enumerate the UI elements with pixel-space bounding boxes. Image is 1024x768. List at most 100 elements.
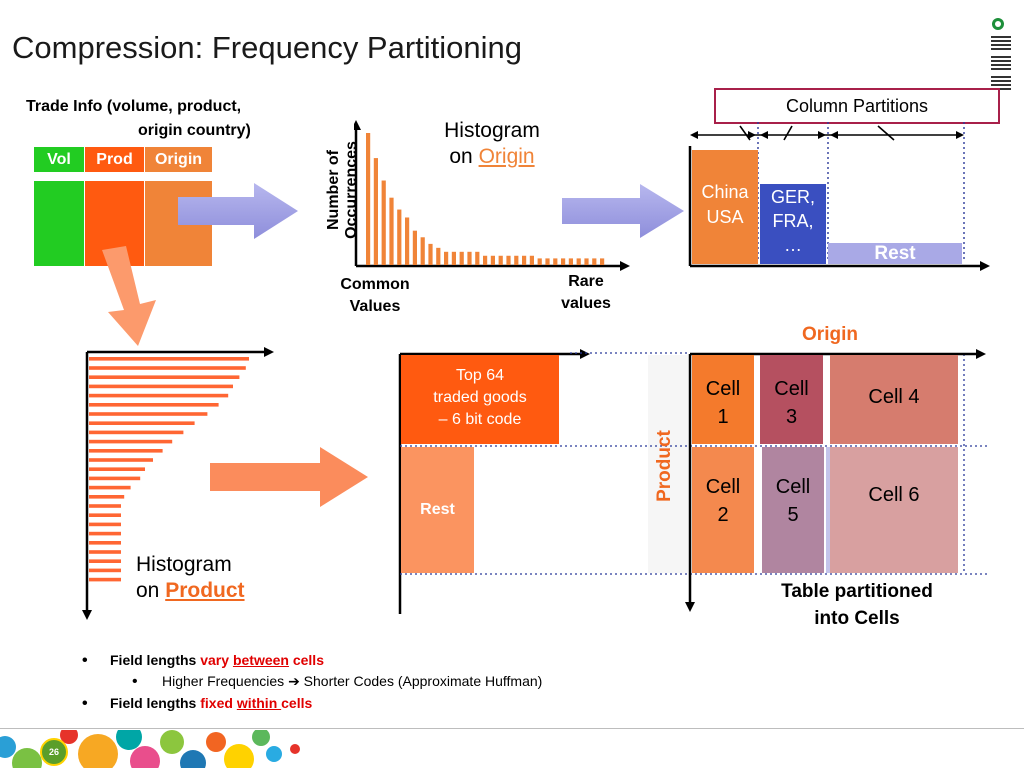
- cell-3-line2: 3: [785, 406, 798, 428]
- product-histogram-bar: [89, 568, 121, 573]
- partition-china-usa: China USA: [692, 150, 758, 264]
- origin-histogram-bar: [490, 255, 495, 265]
- origin-header: Origin: [145, 147, 212, 172]
- origin-histogram-bar: [397, 209, 402, 265]
- right-arrow-icon: ➔: [288, 674, 300, 690]
- cells-caption-line1: Table partitioned: [781, 581, 933, 602]
- cell-1-line2: 1: [717, 406, 729, 428]
- product-histogram-title-line1: Histogram: [136, 553, 232, 576]
- cell-3-line1: Cell: [774, 378, 809, 400]
- product-axis-label-text: Product: [654, 430, 675, 502]
- partition-1-line2: USA: [706, 207, 744, 227]
- origin-histogram-bar: [522, 255, 527, 265]
- bullet-2-red2: cells: [281, 695, 313, 711]
- product-histogram-title: Histogram on Product: [136, 552, 245, 604]
- origin-axis-label: Origin: [802, 324, 858, 345]
- product-histogram-title-prefix: on: [136, 579, 166, 602]
- origin-histogram-bar: [529, 255, 534, 265]
- bullet-2-red-ul: within: [236, 695, 282, 711]
- partition-2-line3: …: [784, 235, 802, 255]
- cell-6: Cell 6: [830, 447, 958, 573]
- origin-histogram-bar: [561, 258, 566, 265]
- bullet-1-prefix: Field lengths: [110, 652, 201, 668]
- bullet-1-sub: Higher Frequencies ➔ Shorter Codes (Appr…: [82, 671, 542, 693]
- product-histogram-bar: [89, 393, 229, 398]
- bullet-1: Field lengths vary between cells: [82, 650, 542, 671]
- common-values-line2: Values: [349, 298, 401, 315]
- slide-title: Compression: Frequency Partitioning: [12, 30, 523, 65]
- partition-2-line2: FRA,: [772, 211, 814, 231]
- origin-histogram-bar: [576, 258, 581, 265]
- product-histogram-title-link[interactable]: Product: [165, 579, 245, 602]
- origin-histogram-bar: [584, 258, 589, 265]
- origin-histogram-bar: [381, 180, 386, 265]
- cell-4: Cell 4: [830, 355, 958, 444]
- product-histogram-bar: [89, 495, 125, 499]
- product-histogram-bar: [89, 412, 208, 416]
- bullet-2-prefix: Field lengths: [110, 695, 201, 711]
- vol-header: Vol: [34, 147, 84, 172]
- cell-5-line2: 5: [787, 504, 799, 526]
- origin-histogram-bar: [506, 255, 511, 265]
- product-top-line3: – 6 bit code: [438, 411, 522, 428]
- cell-2: Cell 2: [692, 447, 754, 573]
- origin-histogram-bar: [600, 258, 605, 265]
- arrow-to-column-partitions: [562, 184, 684, 238]
- bullet-2: Field lengths fixed within cells: [82, 693, 542, 714]
- sub-suffix: Shorter Codes (Approximate Huffman): [299, 673, 543, 689]
- origin-histogram-bar: [498, 255, 503, 265]
- product-histogram-bar: [89, 513, 121, 517]
- origin-histogram-bar: [514, 255, 519, 265]
- origin-histogram-bar: [412, 230, 417, 265]
- cells-grid-lines: [400, 349, 990, 612]
- cell-2-line1: Cell: [705, 476, 741, 498]
- product-histogram-bar: [89, 504, 121, 508]
- partition-ger-fra: GER, FRA, …: [760, 184, 826, 264]
- product-histogram-bar: [89, 421, 195, 425]
- footer-divider: [0, 728, 1024, 729]
- cell-2-line2: 2: [717, 504, 729, 526]
- cells-caption-line2: into Cells: [814, 608, 900, 629]
- origin-histogram-bar: [389, 197, 394, 265]
- trade-info-label: Trade Info (volume, product, origin coun…: [26, 95, 296, 143]
- bullet-1-red2: cells: [288, 652, 324, 668]
- common-values-line1: Common: [340, 276, 410, 293]
- arrow-to-product-partition: [210, 447, 368, 507]
- cell-3: Cell 3: [760, 355, 823, 444]
- origin-histogram-bar: [459, 251, 464, 265]
- bullet-2-red1: fixed: [200, 695, 237, 711]
- product-partition-axes: [398, 349, 590, 614]
- origin-histogram-bar: [405, 217, 410, 265]
- product-histogram-bar: [89, 384, 233, 389]
- product-rest: Rest: [401, 447, 474, 573]
- origin-histogram-title: Histogram on Origin: [426, 118, 558, 170]
- origin-histogram-bar: [428, 243, 433, 265]
- arrow-to-origin-histogram: [178, 183, 298, 239]
- arrow-down-to-product-histogram: [102, 246, 156, 346]
- product-histogram-bar: [89, 449, 163, 453]
- footer-dots-decoration: [0, 730, 310, 768]
- rare-values-line1: Rare: [568, 273, 604, 290]
- product-histogram-bar: [89, 541, 121, 545]
- product-top-line2: traded goods: [433, 389, 527, 406]
- product-histogram-bar: [89, 550, 121, 554]
- partition-2-line1: GER,: [770, 187, 815, 207]
- cell-5-6-gap: [826, 447, 830, 573]
- product-histogram-bar: [89, 439, 173, 444]
- origin-histogram-bar: [467, 251, 472, 265]
- product-histogram: [82, 347, 274, 620]
- product-top-64: Top 64 traded goods – 6 bit code: [401, 355, 559, 444]
- product-histogram-bar: [89, 476, 141, 481]
- origin-histogram-bar: [366, 133, 371, 265]
- product-histogram-bar: [89, 467, 145, 471]
- cells-caption: Table partitioned into Cells: [752, 578, 962, 632]
- origin-histogram-bar: [545, 258, 550, 265]
- product-histogram-bar: [89, 375, 240, 379]
- partition-1-line1: China: [701, 182, 749, 202]
- rare-values-label: Rare values: [546, 271, 626, 315]
- cell-1: Cell 1: [692, 355, 754, 444]
- product-histogram-bar: [89, 403, 219, 407]
- product-histogram-bar: [89, 458, 153, 462]
- origin-histogram-bar: [451, 251, 456, 265]
- origin-histogram-title-link[interactable]: Origin: [478, 145, 535, 168]
